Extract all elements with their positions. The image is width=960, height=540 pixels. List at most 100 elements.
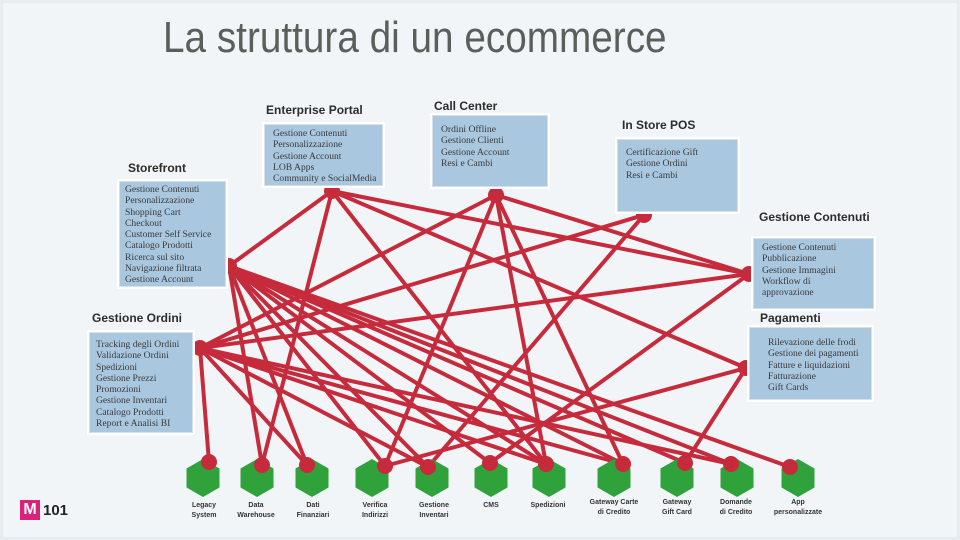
- group-item: Gestione dei pagamenti: [768, 348, 859, 360]
- group-item: Personalizzazione: [273, 139, 343, 151]
- link-storefront-app: [227, 264, 792, 469]
- group-item: Workflow di: [762, 275, 811, 287]
- system-label-dati-finanziari: Dati Finanziari: [296, 502, 330, 519]
- link-storefront-inv: [227, 264, 430, 469]
- group-item: Gestione Account: [125, 274, 194, 286]
- link-call_center-gestione_contenuti: [494, 193, 751, 276]
- group-title-gestione-ordini: Gestione Ordini: [92, 311, 183, 325]
- link-enterprise_portal-pagamenti: [330, 189, 748, 370]
- logo-mark: M: [20, 500, 40, 520]
- system-label-data-warehouse: Data Warehouse: [237, 502, 275, 519]
- system-node-dom: [723, 456, 739, 472]
- group-item: Spedizioni: [96, 361, 138, 373]
- system-label-verifica-indirizzi: Verifica Indirizzi: [361, 502, 389, 519]
- group-item: LOB Apps: [273, 161, 315, 173]
- system-label-gateway-gift: Gateway Gift Card: [662, 499, 692, 516]
- group-item: Checkout: [125, 217, 162, 229]
- group-item: Community e SocialMedia: [273, 173, 377, 185]
- group-item: Gestione Contenuti: [273, 128, 348, 139]
- group-item: Fatturazione: [768, 370, 816, 382]
- system-label-gateway-carte: Gateway Carte di Credito: [589, 499, 639, 516]
- group-box-storefront: Gestione Contenuti Personalizzazione Sho…: [119, 181, 226, 287]
- link-gestione_ordini-gcc: [198, 346, 625, 466]
- group-item: Catalogo Prodotti: [96, 406, 164, 418]
- group-node-gestione_ordini: [192, 340, 208, 356]
- logo-number: 101: [43, 502, 69, 519]
- system-label-domande-credito: Domande di Credito: [719, 499, 753, 516]
- system-node-dwh: [254, 457, 270, 473]
- link-enterprise_portal-gestione_contenuti: [330, 189, 751, 276]
- group-item: Gestione Account: [441, 146, 510, 158]
- system-label-gestione-inventari: Gestione Inventari: [419, 502, 449, 519]
- system-label-cms: CMS: [483, 502, 499, 509]
- group-item: Resi e Cambi: [626, 169, 678, 181]
- link-call_center-ship: [494, 193, 548, 466]
- group-item: Report e Analisi BI: [96, 418, 171, 430]
- link-in_store_pos-inv: [426, 213, 646, 469]
- group-box-enterprise-portal: Gestione Contenuti Personalizzazione Ges…: [264, 124, 383, 186]
- system-node-legacy: [201, 454, 217, 470]
- system-node-gcc: [615, 456, 631, 472]
- group-item: Promozioni: [96, 384, 141, 396]
- link-gestione_ordini-inv: [198, 346, 430, 469]
- link-in_store_pos-gestione_ordini: [198, 213, 646, 350]
- slide-title: La struttura di un ecommerce: [163, 13, 667, 62]
- system-node-ship: [538, 456, 554, 472]
- group-box-call-center: Ordini Offline Gestione Clienti Gestione…: [432, 115, 548, 187]
- group-item: Navigazione filtrata: [125, 263, 202, 275]
- link-pagamenti-ggc: [683, 366, 748, 465]
- group-item: approvazione: [762, 287, 814, 299]
- group-item: Certificazione Gift: [626, 147, 699, 158]
- group-title-pagamenti: Pagamenti: [760, 311, 821, 325]
- link-gestione_ordini-fin: [198, 346, 309, 467]
- group-item: Validazione Ordini: [96, 350, 169, 362]
- system-node-addr: [377, 458, 393, 474]
- link-storefront-dom: [227, 264, 733, 466]
- group-item: Pubblicazione: [762, 253, 817, 265]
- link-pagamenti-addr: [383, 366, 748, 468]
- group-item: Gestione Immagini: [762, 264, 836, 276]
- link-call_center-gcc: [494, 193, 625, 466]
- group-item: Ordini Offline: [441, 124, 496, 135]
- group-node-call_center: [488, 187, 504, 203]
- group-item: Fatture e liquidazioni: [768, 359, 851, 371]
- group-title-storefront: Storefront: [128, 161, 186, 175]
- group-item: Gestione Clienti: [441, 135, 504, 147]
- link-gestione_contenuti-cms: [488, 272, 751, 465]
- group-box-in-store-pos: Certificazione Gift Gestione Ordini Resi…: [617, 139, 738, 212]
- system-node-inv: [420, 459, 436, 475]
- link-enterprise_portal-ship: [330, 189, 548, 466]
- group-item: Resi e Cambi: [441, 157, 493, 169]
- link-enterprise_portal-storefront: [227, 189, 334, 268]
- group-item: Tracking degli Ordini: [96, 339, 180, 350]
- link-enterprise_portal-dwh: [260, 189, 334, 467]
- group-item: Gestione Contenuti: [762, 242, 837, 253]
- system-label-legacy: Legacy System: [191, 502, 217, 519]
- link-gestione_ordini-ship: [198, 346, 548, 466]
- link-gestione_ordini-legacy: [198, 346, 211, 464]
- group-item: Gift Cards: [768, 382, 809, 394]
- group-item: Gestione Inventari: [96, 395, 168, 407]
- group-item: Gestione Contenuti: [125, 184, 200, 195]
- link-storefront-dwh: [227, 264, 264, 467]
- group-item: Rilevazione delle frodi: [768, 337, 856, 348]
- group-box-pagamenti: Rilevazione delle frodi Gestione dei pag…: [749, 327, 872, 400]
- group-item: Customer Self Service: [125, 229, 212, 241]
- group-title-call-center: Call Center: [434, 99, 498, 113]
- group-item: Catalogo Prodotti: [125, 240, 193, 252]
- group-node-enterprise_portal: [324, 183, 340, 199]
- group-item: Gestione Account: [273, 150, 342, 162]
- group-title-gestione-contenuti: Gestione Contenuti: [759, 210, 870, 224]
- system-node-cms: [482, 455, 498, 471]
- group-item: Shopping Cart: [125, 206, 181, 218]
- group-title-enterprise-portal: Enterprise Portal: [266, 103, 363, 117]
- group-title-in-store-pos: In Store POS: [622, 118, 696, 132]
- group-item: Gestione Ordini: [626, 158, 688, 170]
- link-gestione_ordini-dom: [198, 346, 733, 466]
- link-call_center-gestione_ordini: [198, 193, 498, 350]
- group-box-gestione-contenuti: Gestione Contenuti Pubblicazione Gestion…: [753, 238, 874, 309]
- group-box-gestione-ordini: Tracking degli Ordini Validazione Ordini…: [89, 332, 193, 433]
- system-node-fin: [299, 457, 315, 473]
- group-item: Ricerca sul sito: [125, 251, 185, 263]
